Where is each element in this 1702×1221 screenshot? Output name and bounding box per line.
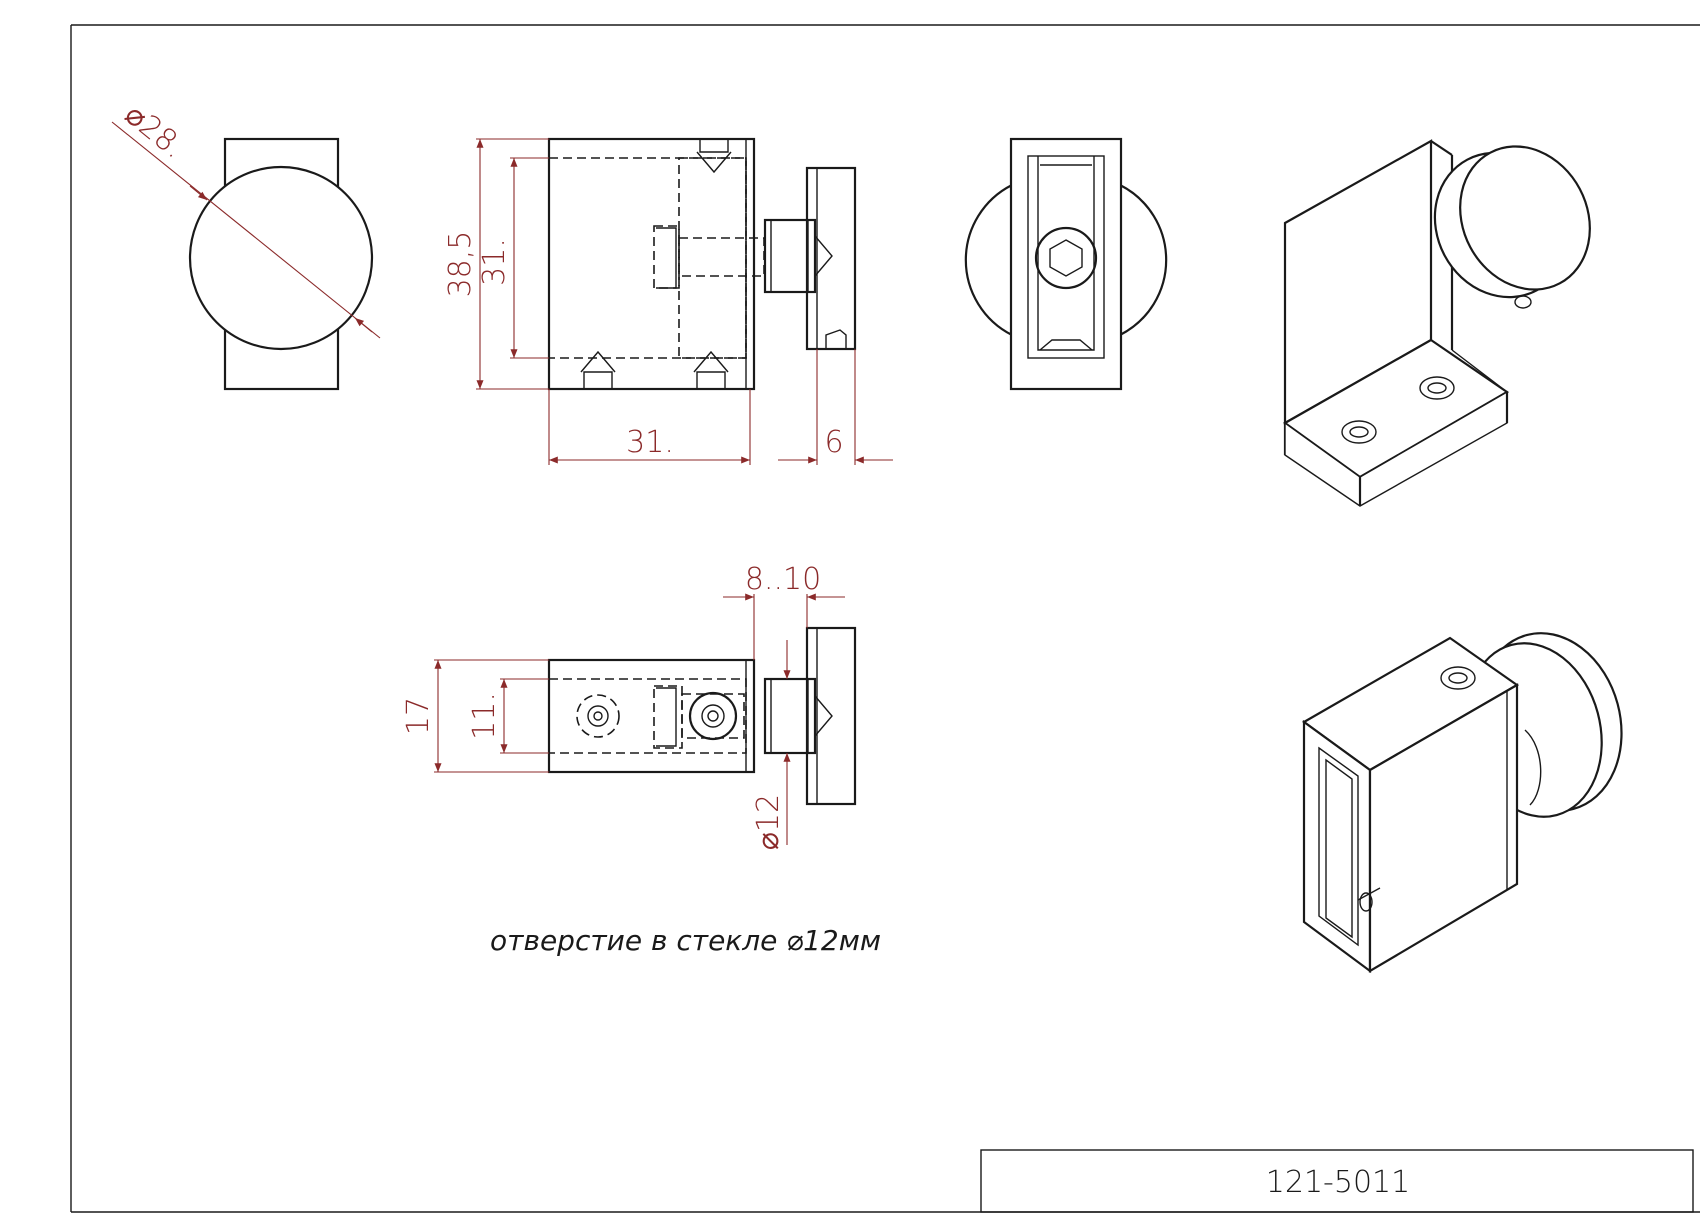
title-block: 121-5011 (980, 1149, 1694, 1213)
front-view: ⌀28. (111, 97, 381, 391)
dim-width-31: 31. (626, 425, 674, 460)
dim-plate-6: 6 (824, 425, 843, 460)
dim-height-17: 17 (401, 697, 436, 735)
side-view: 38,5 31. 31. 6 (443, 137, 893, 465)
glass-hole-note: отверстие в стекле ⌀12мм (490, 924, 881, 957)
dim-height-38-5: 38,5 (443, 231, 478, 298)
isometric-view-bottom (1301, 632, 1623, 974)
part-code: 121-5011 (1266, 1165, 1410, 1200)
end-view (964, 137, 1168, 391)
dim-glass-8-10: 8..10 (745, 562, 821, 597)
dim-height-31: 31. (477, 238, 512, 286)
dim-hole-12: ⌀12 (751, 794, 786, 850)
isometric-view-top (1282, 139, 1591, 507)
bottom-side-view: 8..10 17 11. ⌀12 (401, 562, 857, 850)
dim-height-11: 11. (467, 692, 502, 740)
dim-diameter-28: ⌀28. (118, 97, 191, 166)
